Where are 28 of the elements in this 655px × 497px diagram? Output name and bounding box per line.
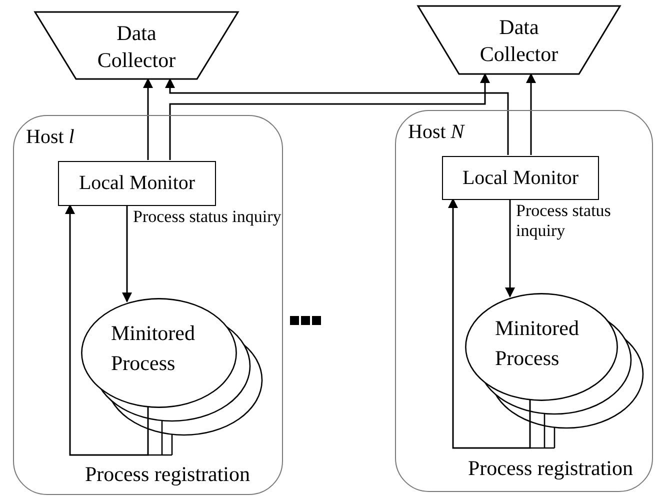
edge-label: Process registration — [84, 464, 252, 484]
arrow — [448, 198, 531, 449]
host-container — [13, 115, 283, 495]
arrow — [165, 78, 509, 155]
host-container — [395, 110, 653, 492]
edge-label: Process status inquiry — [516, 201, 612, 241]
host-label: Host N — [408, 121, 464, 143]
arrow — [65, 204, 149, 456]
edge-label: Process status inquiry — [133, 207, 282, 227]
monitor-box — [442, 156, 599, 200]
process-label: Minitored Process — [111, 320, 196, 377]
monitor-box — [58, 161, 216, 206]
arrow — [169, 73, 490, 160]
collector-label: Data Collector — [96, 20, 177, 74]
process-ellipse — [81, 298, 237, 408]
process-label: Minitored Process — [495, 315, 580, 372]
monitor-label: Local Monitor — [461, 167, 580, 189]
collector-trapezoid — [418, 6, 620, 74]
arrow — [505, 199, 515, 298]
arrow — [526, 73, 536, 155]
arrow — [122, 205, 132, 303]
collector-trapezoid — [35, 12, 238, 79]
process-ellipse — [465, 293, 618, 401]
arrow — [143, 78, 153, 160]
host-label: Host l — [26, 126, 74, 148]
monitor-label: Local Monitor — [78, 172, 196, 194]
collector-label: Data Collector — [478, 14, 560, 68]
edge-label: Process registration — [466, 458, 634, 478]
